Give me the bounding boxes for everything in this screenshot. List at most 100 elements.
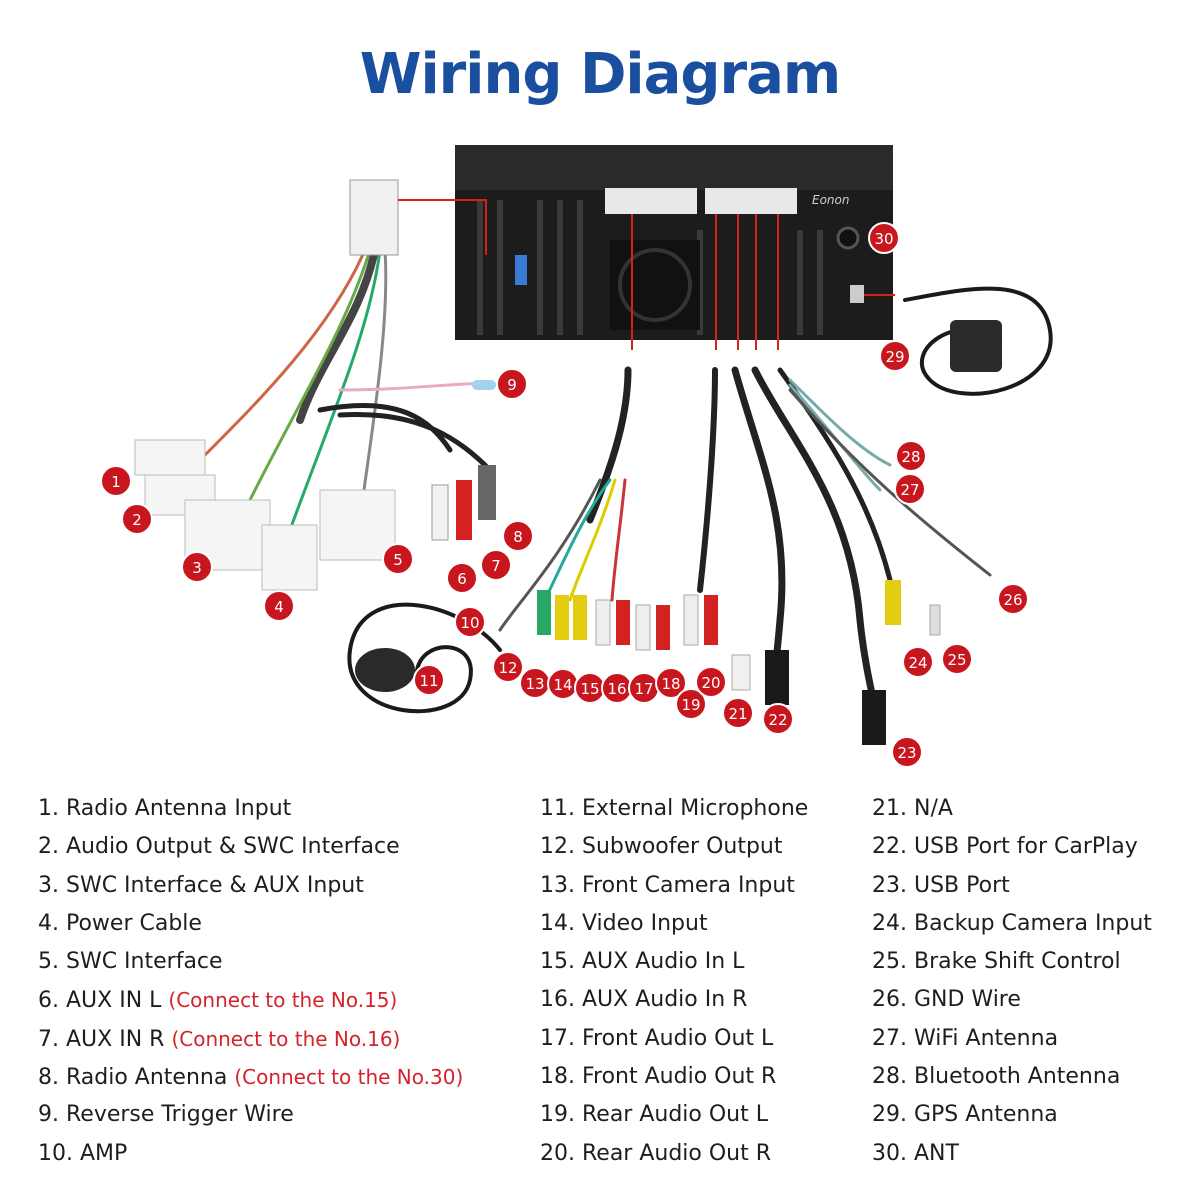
legend-item: 17. Front Audio Out L (540, 1025, 774, 1051)
legend-item: 22. USB Port for CarPlay (872, 834, 1138, 860)
marker-19: 19 (675, 688, 707, 720)
svg-text:2: 2 (132, 511, 142, 529)
wiring-diagram: Eonon 1 (100, 145, 1053, 768)
marker-10: 10 (454, 606, 486, 638)
legend-item: 26. GND Wire (872, 987, 1021, 1013)
legend-item: 10. AMP (38, 1140, 128, 1166)
legend-item: 28. Bluetooth Antenna (872, 1064, 1121, 1090)
legend-item: 14. Video Input (540, 910, 708, 936)
marker-24: 24 (902, 646, 934, 678)
svg-text:21: 21 (728, 705, 747, 723)
legend-item: 29. GPS Antenna (872, 1102, 1058, 1128)
legend-item: 4. Power Cable (38, 910, 202, 936)
svg-text:28: 28 (901, 448, 920, 466)
svg-text:12: 12 (498, 659, 517, 677)
brand-logo: Eonon (812, 193, 849, 207)
svg-text:14: 14 (553, 676, 572, 694)
legend-item: 2. Audio Output & SWC Interface (38, 834, 400, 860)
marker-15: 15 (574, 672, 606, 704)
svg-text:3: 3 (192, 559, 202, 577)
marker-18: 18 (655, 667, 687, 699)
svg-text:15: 15 (580, 680, 599, 698)
legend-item: 18. Front Audio Out R (540, 1064, 777, 1090)
svg-text:10: 10 (460, 614, 479, 632)
number-markers: 1 2 3 4 5 6 7 8 9 10 11 12 13 14 15 16 1… (100, 222, 1029, 768)
marker-12: 12 (492, 651, 524, 683)
marker-20: 20 (695, 666, 727, 698)
legend-item: 3. SWC Interface & AUX Input (38, 872, 364, 898)
marker-26: 26 (997, 583, 1029, 615)
marker-16: 16 (601, 672, 633, 704)
page-title: Wiring Diagram (359, 42, 842, 107)
svg-text:17: 17 (634, 680, 653, 698)
marker-9: 9 (496, 368, 528, 400)
svg-text:26: 26 (1003, 591, 1022, 609)
svg-text:20: 20 (701, 674, 720, 692)
legend-item: 15. AUX Audio In L (540, 949, 745, 975)
legend-item: 1. Radio Antenna Input (38, 796, 292, 821)
legend-item: 6. AUX IN L (Connect to the No.15) (38, 988, 398, 1014)
svg-text:18: 18 (661, 675, 680, 693)
marker-13: 13 (519, 667, 551, 699)
head-unit-body: Eonon (455, 145, 893, 340)
marker-4: 4 (263, 590, 295, 622)
marker-3: 3 (181, 551, 213, 583)
legend-note: (Connect to the No.16) (171, 1026, 401, 1051)
svg-text:4: 4 (274, 598, 284, 616)
legend-item: 25. Brake Shift Control (872, 949, 1121, 975)
legend-item: 8. Radio Antenna (Connect to the No.30) (38, 1065, 464, 1091)
svg-text:8: 8 (513, 528, 523, 546)
legend-column-2: 11. External Microphone 12. Subwoofer Ou… (540, 790, 808, 1173)
legend-item: 21. N/A (872, 796, 953, 821)
svg-text:24: 24 (908, 654, 927, 672)
legend-note: (Connect to the No.30) (234, 1065, 464, 1090)
marker-7: 7 (480, 549, 512, 581)
svg-text:7: 7 (491, 557, 501, 575)
legend-item: 12. Subwoofer Output (540, 834, 783, 860)
legend-item: 5. SWC Interface (38, 949, 223, 975)
legend-item: 30. ANT (872, 1140, 959, 1166)
svg-text:11: 11 (419, 672, 438, 690)
marker-2: 2 (121, 503, 153, 535)
marker-5: 5 (382, 543, 414, 575)
svg-text:22: 22 (768, 711, 787, 729)
legend-item: 13. Front Camera Input (540, 872, 795, 898)
svg-text:29: 29 (885, 348, 904, 366)
marker-23: 23 (891, 736, 923, 768)
legend-item: 9. Reverse Trigger Wire (38, 1102, 294, 1128)
marker-11: 11 (413, 664, 445, 696)
marker-27: 27 (894, 473, 926, 505)
legend-item: 27. WiFi Antenna (872, 1025, 1059, 1051)
legend-column-3: 21. N/A 22. USB Port for CarPlay 23. USB… (872, 790, 1152, 1173)
marker-22: 22 (762, 703, 794, 735)
marker-28: 28 (895, 440, 927, 472)
svg-text:13: 13 (525, 675, 544, 693)
legend-note: (Connect to the No.15) (168, 988, 398, 1013)
svg-text:30: 30 (874, 230, 893, 248)
marker-17: 17 (628, 672, 660, 704)
svg-text:27: 27 (900, 481, 919, 499)
legend-item: 19. Rear Audio Out L (540, 1102, 768, 1128)
svg-text:1: 1 (111, 473, 121, 491)
legend-item: 16. AUX Audio In R (540, 987, 748, 1013)
legend-item: 11. External Microphone (540, 796, 809, 821)
svg-text:16: 16 (607, 680, 626, 698)
legend-item: 23. USB Port (872, 872, 1010, 898)
marker-30: 30 (868, 222, 900, 254)
svg-text:19: 19 (681, 696, 700, 714)
legend-item: 20. Rear Audio Out R (540, 1140, 772, 1166)
marker-14: 14 (547, 668, 579, 700)
marker-6: 6 (446, 562, 478, 594)
legend-item: 7. AUX IN R (Connect to the No.16) (38, 1026, 401, 1052)
marker-29: 29 (879, 340, 911, 372)
legend-item: 24. Backup Camera Input (872, 910, 1152, 936)
callout-lines (398, 199, 895, 350)
connectors (134, 179, 1002, 745)
marker-25: 25 (941, 643, 973, 675)
connector-socket-1 (605, 188, 697, 214)
svg-text:6: 6 (457, 570, 467, 588)
legend-column-1: 1. Radio Antenna Input 2. Audio Output &… (38, 790, 463, 1173)
marker-1: 1 (100, 465, 132, 497)
svg-text:23: 23 (897, 744, 916, 762)
marker-8: 8 (502, 520, 534, 552)
